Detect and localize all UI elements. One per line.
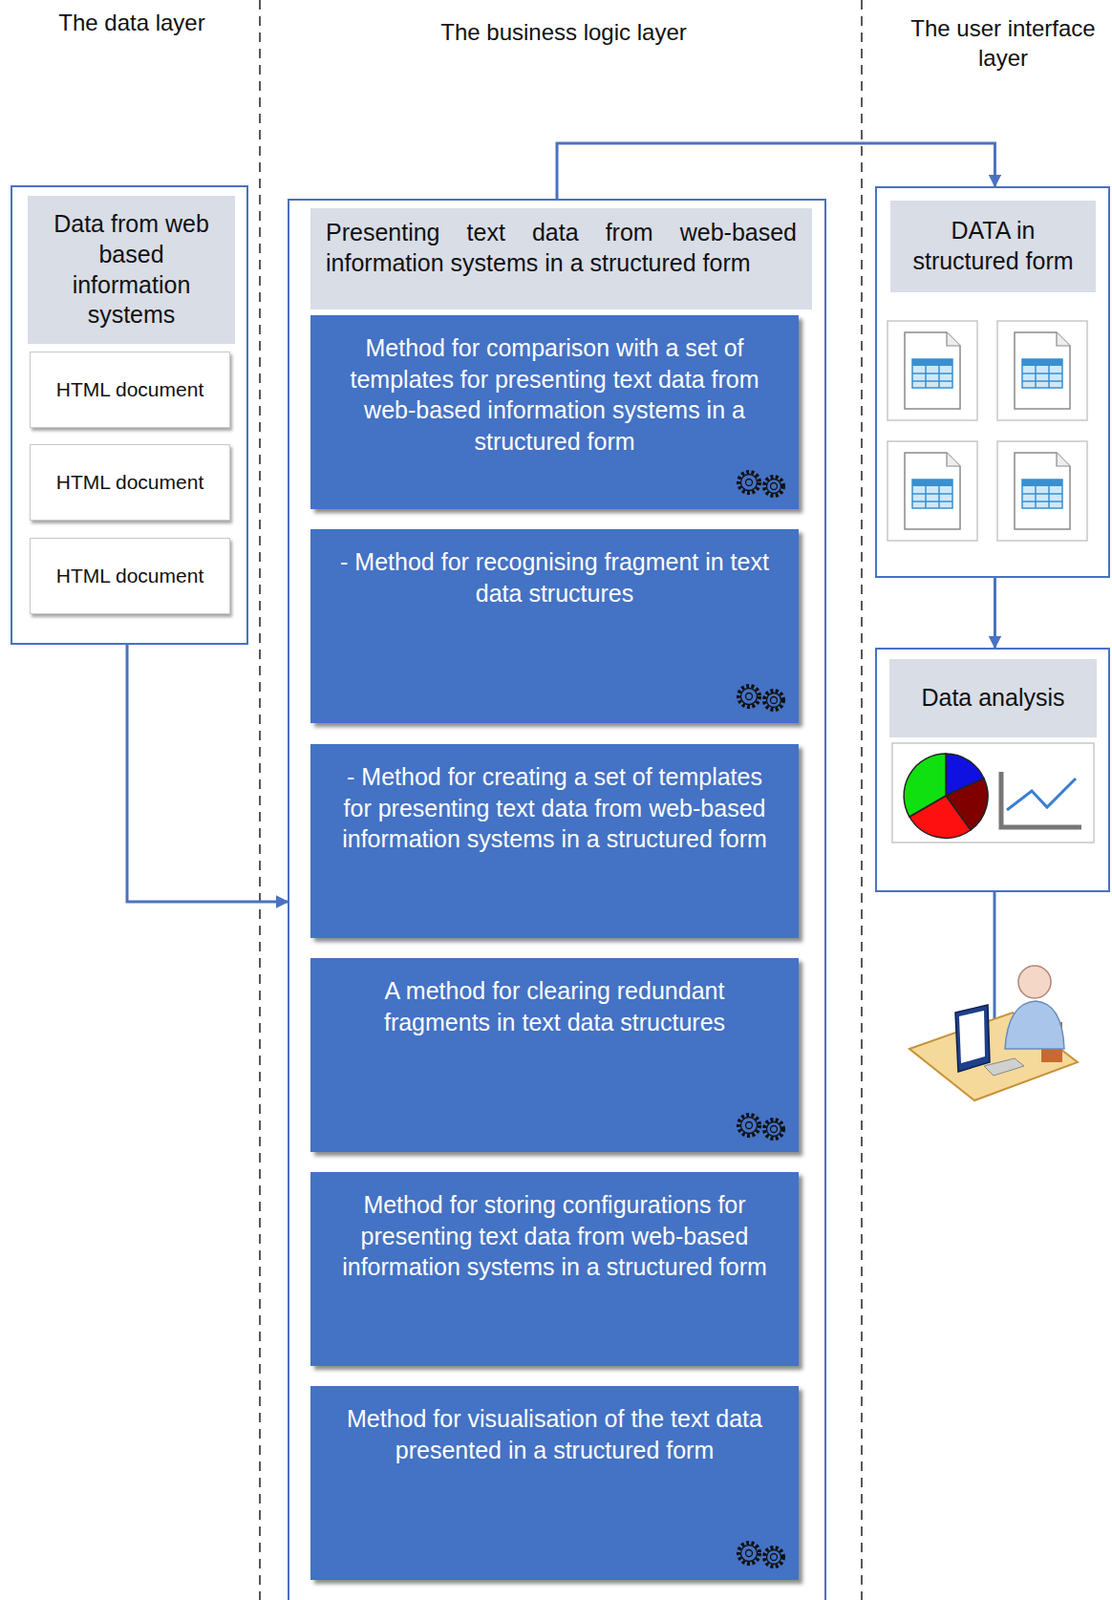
heading-band: Data from web based information systems: [27, 195, 236, 344]
chart-icon: [892, 743, 1094, 843]
flow-arrow: [993, 577, 997, 648]
box-text: Method for storing configurations for pr…: [310, 1172, 799, 1284]
group-box: DATA in structured form: [875, 186, 1111, 578]
box-text: HTML document: [48, 378, 212, 402]
table-icons: [887, 320, 1088, 541]
box-text: A method for clearing redundant fragment…: [310, 958, 799, 1038]
heading-band: Presenting text data from web-based info…: [310, 208, 813, 310]
group-box: Data from web based information systemsH…: [10, 185, 249, 645]
group-box: Data analysis: [875, 647, 1111, 893]
document-box: HTML document: [29, 351, 231, 428]
document-box: HTML document: [29, 444, 231, 521]
flow-arrow: [556, 143, 995, 199]
box-text: Method for visualisation of the text dat…: [310, 1386, 799, 1466]
heading-band: Data analysis: [889, 659, 1097, 738]
box-text: - Method for creating a set of templates…: [310, 744, 799, 856]
box-text: HTML document: [48, 470, 212, 494]
box-text: HTML document: [48, 564, 212, 588]
layer-title: The business logic layer: [315, 17, 813, 47]
layer-divider: [259, 0, 862, 1600]
gear-icon: [731, 1108, 793, 1147]
flow-arrow: [127, 644, 288, 902]
layer-title: The data layer: [17, 7, 247, 38]
process-box: A method for clearing redundant fragment…: [310, 958, 799, 1153]
process-box: - Method for recognising fragment in tex…: [310, 529, 799, 724]
layer-title: The user interface layer: [901, 13, 1105, 73]
process-box: Method for storing configurations for pr…: [310, 1172, 799, 1367]
group-box: Presenting text data from web-based info…: [287, 198, 827, 1600]
process-box: Method for visualisation of the text dat…: [310, 1386, 799, 1581]
gear-icon: [731, 679, 793, 718]
gear-icon: [731, 465, 793, 504]
process-box: - Method for creating a set of templates…: [310, 744, 799, 939]
box-text: Method for comparison with a set of temp…: [310, 315, 799, 457]
user-icon: [909, 892, 1078, 1101]
box-text: - Method for recognising fragment in tex…: [310, 529, 799, 609]
heading-band: DATA in structured form: [890, 200, 1096, 293]
process-box: Method for comparison with a set of temp…: [310, 315, 799, 510]
document-box: HTML document: [29, 537, 231, 615]
gear-icon: [731, 1536, 793, 1575]
